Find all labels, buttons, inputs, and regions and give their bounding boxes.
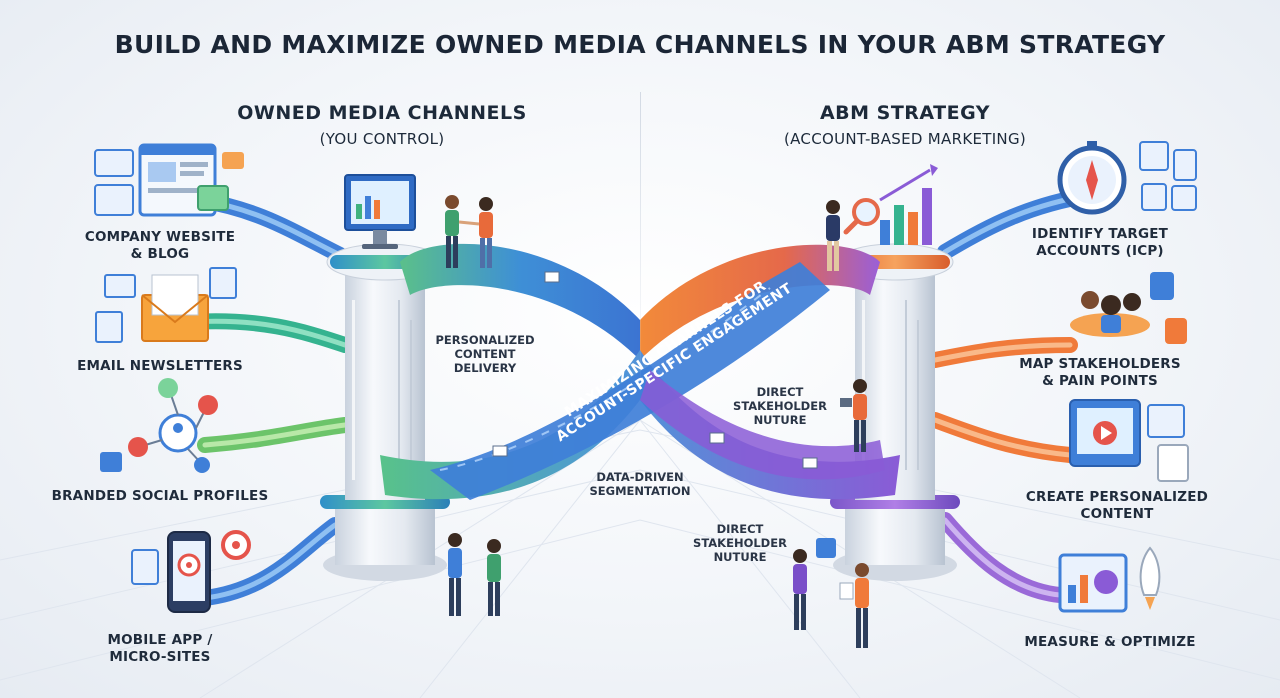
right-pillar (830, 243, 960, 581)
people-discussion-bottom-right (793, 538, 869, 648)
floor-grid (0, 419, 1280, 698)
woman-with-tablet (840, 379, 867, 452)
woman-with-magnifier (826, 200, 840, 271)
analytics-rocket-icon (1058, 546, 1161, 613)
right-item-label-create: CREATE PERSONALIZED CONTENT (1025, 489, 1209, 522)
left-column-heading: OWNED MEDIA CHANNELS (237, 102, 527, 124)
left-item-label-social: BRANDED SOCIAL PROFILES (51, 488, 269, 504)
left-column-header: OWNED MEDIA CHANNELS (YOU CONTROL) (222, 102, 542, 148)
left-column-subheading: (YOU CONTROL) (319, 130, 445, 148)
infinity-ribbon (380, 243, 900, 500)
label-personalized-delivery: PERSONALIZED CONTENT DELIVERY (435, 333, 535, 375)
left-pillar (320, 243, 450, 581)
ribbon-envelopes (492, 271, 818, 469)
right-item-label-map: MAP STAKEHOLDERS & PAIN POINTS (1019, 356, 1181, 389)
mobile-app-icon (131, 530, 251, 613)
monitor-icon (344, 174, 416, 249)
magnifier-icon (843, 198, 880, 235)
social-network-icon (100, 378, 218, 473)
right-column-header: ABM STRATEGY (ACCOUNT-BASED MARKETING) (740, 102, 1070, 148)
right-column-heading: ABM STRATEGY (819, 102, 991, 124)
left-connectors (182, 192, 353, 606)
page-title: BUILD AND MAXIMIZE OWNED MEDIA CHANNELS … (114, 30, 1166, 59)
right-connectors (927, 187, 1098, 603)
website-icon (94, 143, 244, 217)
left-item-label-website: COMPANY WEBSITE & BLOG (84, 229, 236, 262)
stakeholders-icon (1070, 272, 1187, 344)
column-divider (640, 92, 641, 392)
label-direct-nuture-1: DIRECT STAKEHOLDER NUTURE (733, 385, 827, 427)
label-direct-nuture-2: DIRECT STAKEHOLDER NUTURE (693, 522, 787, 564)
video-content-icon (1069, 399, 1189, 482)
compass-icon (1057, 141, 1197, 215)
left-item-label-mobile: MOBILE APP / MICRO-SITES (107, 632, 213, 665)
right-column-subheading: (ACCOUNT-BASED MARKETING) (783, 130, 1027, 148)
label-data-driven-segmentation: DATA-DRIVEN SEGMENTATION (589, 470, 691, 498)
right-item-label-identify: IDENTIFY TARGET ACCOUNTS (ICP) (1031, 226, 1169, 259)
people-meeting-bottom (448, 533, 501, 616)
right-item-label-measure: MEASURE & OPTIMIZE (1024, 634, 1196, 650)
left-item-label-email: EMAIL NEWSLETTERS (77, 358, 243, 374)
bar-chart-icon (879, 164, 938, 245)
email-envelope-icon (95, 267, 237, 343)
people-handshake-top (445, 195, 493, 268)
